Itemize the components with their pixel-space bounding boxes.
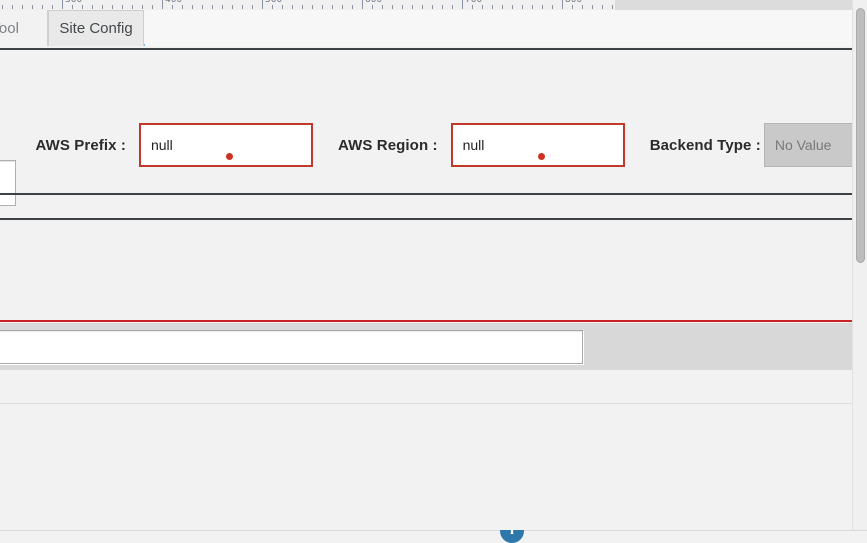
ruler-tick-minor bbox=[402, 5, 403, 9]
ruler-tick-minor bbox=[322, 5, 323, 9]
ruler-tick-minor bbox=[72, 5, 73, 9]
ruler-tick-minor bbox=[422, 5, 423, 9]
ruler-tick-minor bbox=[12, 5, 13, 9]
ruler-tick-minor bbox=[352, 5, 353, 9]
ruler-tick-major bbox=[362, 0, 363, 9]
ruler-tick-minor bbox=[592, 5, 593, 9]
ruler-measured-region: 300 400 500 600 700 800 bbox=[0, 0, 615, 10]
ruler-tick-minor bbox=[122, 5, 123, 9]
ruler-tick-minor bbox=[572, 5, 573, 9]
vertical-scrollbar-thumb[interactable] bbox=[856, 8, 865, 263]
ruler-tick-minor bbox=[412, 5, 413, 9]
ruler-tick-minor bbox=[302, 5, 303, 9]
tab-bar: y Tool Site Config bbox=[0, 10, 867, 46]
ruler-tick-minor bbox=[492, 5, 493, 9]
aws-region-input[interactable]: null bbox=[450, 123, 625, 167]
ruler-tick-minor bbox=[172, 5, 173, 9]
ruler-tick-minor bbox=[52, 5, 53, 9]
ruler-tick-minor bbox=[442, 5, 443, 9]
ruler-tick-label: 300 bbox=[65, 0, 83, 5]
ruler-tick-major bbox=[162, 0, 163, 9]
section-divider-upper bbox=[0, 193, 853, 195]
ruler-tick-minor bbox=[192, 5, 193, 9]
ruler-tick-major bbox=[462, 0, 463, 9]
ruler-tick-major bbox=[62, 0, 63, 9]
tab-site-config[interactable]: Site Config bbox=[48, 10, 144, 46]
ruler-tick-minor bbox=[482, 5, 483, 9]
ruler-tick-minor bbox=[132, 5, 133, 9]
ruler-tick-minor bbox=[602, 5, 603, 9]
ruler-tick-minor bbox=[82, 5, 83, 9]
backend-type-value: No Value bbox=[774, 137, 832, 153]
panel-bottom-fill bbox=[0, 370, 853, 404]
aws-prefix-error-dot bbox=[225, 153, 233, 160]
ruler-tick-minor bbox=[2, 5, 3, 9]
aws-settings-row: AWS Prefix : null AWS Region : null Back… bbox=[0, 105, 853, 185]
ruler-tick-minor bbox=[242, 5, 243, 9]
ruler-tick-major bbox=[562, 0, 563, 9]
ruler-tick-minor bbox=[312, 5, 313, 9]
ruler-tick-minor bbox=[532, 5, 533, 9]
ruler-tick-minor bbox=[32, 5, 33, 9]
aws-prefix-label: AWS Prefix : bbox=[35, 136, 126, 154]
aws-region-value: null bbox=[462, 137, 485, 153]
ruler-tick-minor bbox=[152, 5, 153, 9]
ruler-tick-minor bbox=[472, 5, 473, 9]
ruler-tick-minor bbox=[232, 5, 233, 9]
ruler-tick-minor bbox=[292, 5, 293, 9]
ruler-tick-minor bbox=[272, 5, 273, 9]
ruler-tick-minor bbox=[382, 5, 383, 9]
ruler-tick-label: 600 bbox=[365, 0, 383, 5]
ruler-tick-minor bbox=[392, 5, 393, 9]
validation-error-divider bbox=[0, 320, 853, 322]
ruler-tick-minor bbox=[112, 5, 113, 9]
vertical-scrollbar[interactable] bbox=[852, 0, 867, 530]
section-divider-lower bbox=[0, 218, 853, 220]
ruler-tick-minor bbox=[252, 5, 253, 9]
ruler-tick-minor bbox=[372, 5, 373, 9]
aws-prefix-input[interactable]: null bbox=[138, 123, 314, 167]
ruler-tick-minor bbox=[282, 5, 283, 9]
aws-region-error-dot bbox=[537, 153, 545, 160]
ruler-tick-minor bbox=[512, 5, 513, 9]
ruler-tick-minor bbox=[212, 5, 213, 9]
ruler-tick-minor bbox=[452, 5, 453, 9]
ruler-overlay: 300 400 500 600 700 800 bbox=[0, 0, 867, 10]
ruler-inactive-region bbox=[615, 0, 867, 10]
tab-bar-empty-area bbox=[145, 10, 867, 46]
backend-type-select[interactable]: No Value bbox=[763, 123, 853, 167]
ruler-tick-minor bbox=[142, 5, 143, 9]
ruler-tick-label: 500 bbox=[265, 0, 283, 5]
ruler-tick-minor bbox=[92, 5, 93, 9]
ruler-tick-minor bbox=[612, 5, 613, 9]
ruler-tick-major bbox=[262, 0, 263, 9]
tab-site-config-label: Site Config bbox=[59, 20, 133, 37]
ruler-tick-minor bbox=[432, 5, 433, 9]
ruler-tick-minor bbox=[582, 5, 583, 9]
aws-region-label: AWS Region : bbox=[338, 136, 438, 154]
panel-top-divider bbox=[0, 48, 853, 50]
aws-prefix-value: null bbox=[150, 137, 173, 153]
ruler-tick-minor bbox=[552, 5, 553, 9]
ruler-tick-minor bbox=[542, 5, 543, 9]
ruler-tick-label: 800 bbox=[565, 0, 583, 5]
ruler-tick-minor bbox=[202, 5, 203, 9]
ruler-tick-minor bbox=[342, 5, 343, 9]
ruler-tick-minor bbox=[222, 5, 223, 9]
ruler-tick-minor bbox=[42, 5, 43, 9]
ruler-tick-label: 400 bbox=[165, 0, 183, 5]
ruler-tick-minor bbox=[522, 5, 523, 9]
ruler-tick-minor bbox=[102, 5, 103, 9]
backend-type-label: Backend Type : bbox=[649, 136, 761, 154]
ruler-tick-minor bbox=[332, 5, 333, 9]
site-config-panel: AWS Prefix : null AWS Region : null Back… bbox=[0, 48, 867, 530]
tab-deploy-tool-label: y Tool bbox=[0, 19, 19, 37]
ruler-tick-minor bbox=[182, 5, 183, 9]
ruler-tick-label: 700 bbox=[465, 0, 483, 5]
ruler-tick-minor bbox=[22, 5, 23, 9]
tab-deploy-tool[interactable]: y Tool bbox=[0, 10, 48, 46]
wide-text-input[interactable] bbox=[0, 330, 583, 364]
ruler-tick-minor bbox=[502, 5, 503, 9]
